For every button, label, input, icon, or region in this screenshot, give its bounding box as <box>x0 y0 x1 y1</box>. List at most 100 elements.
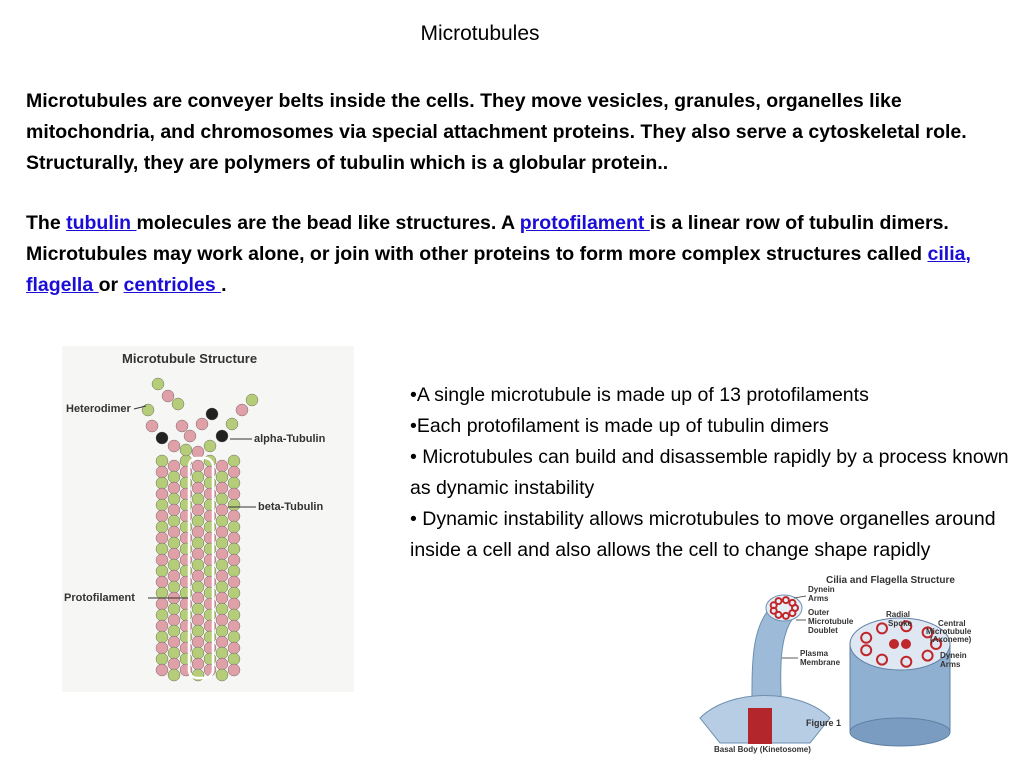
microtubule-doublet <box>781 611 790 620</box>
tubulin-bead <box>191 591 205 605</box>
bullet-item: • Microtubules can build and disassemble… <box>410 446 1009 499</box>
tubulin-bead <box>155 564 169 578</box>
protofilament-outline <box>187 456 215 680</box>
tubulin-bead <box>155 487 169 501</box>
structure-paragraph: The tubulin molecules are the bead like … <box>26 208 986 301</box>
tubulin-bead <box>215 635 229 649</box>
tubulin-bead <box>155 431 169 445</box>
tubulin-bead <box>167 624 181 638</box>
tubulin-bead <box>215 459 229 473</box>
cilia-diagram: Cilia and Flagella Structure Dynein Arms… <box>699 575 972 754</box>
dynein-pointer <box>793 595 807 599</box>
outer-doublet-label-b: Microtubule <box>808 617 854 626</box>
tubulin-bead <box>175 419 189 433</box>
tubulin-bead <box>167 514 181 528</box>
tubulin-bead <box>155 586 169 600</box>
tubulin-bead <box>151 377 165 391</box>
tubulin-bead <box>191 635 205 649</box>
bullet-list: •A single microtubule is made up of 13 p… <box>410 380 1010 566</box>
tubulin-bead <box>191 657 205 671</box>
tubulin-bead <box>215 624 229 638</box>
tubulin-bead <box>227 564 241 578</box>
basal-body <box>748 708 772 744</box>
tubulin-bead <box>167 439 181 453</box>
tubulin-bead <box>227 487 241 501</box>
plasma-membrane-label: Plasma <box>800 649 829 658</box>
microtubule-doublet <box>788 598 797 607</box>
tubulin-bead <box>167 602 181 616</box>
para-text-2: molecules are the bead like structures. … <box>136 212 520 234</box>
tubulin-bead <box>191 525 205 539</box>
tubulin-bead <box>155 542 169 556</box>
tubulin-bead <box>191 613 205 627</box>
microtubule-doublet <box>769 601 778 610</box>
tubulin-link[interactable]: tubulin <box>66 212 137 234</box>
tubulin-bead <box>167 569 181 583</box>
tubulin-bead <box>155 553 169 567</box>
tubulin-bead <box>141 403 155 417</box>
tubulin-bead <box>215 657 229 671</box>
tubulin-bead <box>191 646 205 660</box>
tubulin-bead <box>227 663 241 677</box>
tubulin-bead <box>191 558 205 572</box>
tubulin-bead <box>167 668 181 682</box>
microtubule-doublet <box>930 638 942 650</box>
cylinder-bottom <box>849 717 951 747</box>
tubulin-bead <box>167 657 181 671</box>
central-microtubule-label: Central <box>938 619 966 628</box>
tubulin-bead <box>155 531 169 545</box>
tubulin-bead <box>167 481 181 495</box>
heterodimer-pointer <box>133 405 147 410</box>
tubulin-bead <box>227 597 241 611</box>
tip-doublets <box>769 596 799 620</box>
cilia-figure-title: Cilia and Flagella Structure <box>826 575 955 586</box>
tubulin-bead <box>227 509 241 523</box>
tubulin-bead <box>161 389 175 403</box>
tubulin-bead <box>145 419 159 433</box>
microtubule-doublet <box>774 610 783 619</box>
tubulin-bead <box>167 558 181 572</box>
tubulin-bead <box>215 470 229 484</box>
tubulin-bead <box>227 586 241 600</box>
tubulin-bead <box>191 481 205 495</box>
tubulin-bead <box>155 498 169 512</box>
microtubule-doublet <box>876 622 888 635</box>
protofilament-link[interactable]: protofilament <box>519 212 650 234</box>
tubulin-bead <box>215 646 229 660</box>
axoneme-doublets <box>860 620 942 668</box>
microtubule-doublet <box>900 620 913 633</box>
microtubule-doublet <box>921 626 934 639</box>
dynein-arms-label-2: Dynein <box>940 651 967 660</box>
tubulin-bead <box>215 525 229 539</box>
centrioles-link[interactable]: centrioles <box>123 274 222 296</box>
cylinder-top <box>849 617 951 671</box>
tubulin-bead <box>155 630 169 644</box>
tubulin-bead <box>215 547 229 561</box>
tubulin-bead <box>167 525 181 539</box>
tubulin-bead <box>191 547 205 561</box>
heterodimer-label: Heterodimer <box>66 403 132 415</box>
bullet-item: •Each protofilament is made up of tubuli… <box>410 415 829 437</box>
tubulin-bead <box>215 514 229 528</box>
tubulin-bead <box>215 492 229 506</box>
tubulin-bead <box>215 580 229 594</box>
tubulin-bead <box>179 443 193 457</box>
tubulin-bead <box>167 536 181 550</box>
para-text-4: or <box>98 274 124 296</box>
microtubule-doublet <box>788 609 797 618</box>
dynein-arms-label-2b: Arms <box>940 660 961 669</box>
outer-doublet-label-c: Doublet <box>808 626 838 635</box>
tubulin-bead <box>205 407 219 421</box>
tubulin-bead <box>191 580 205 594</box>
basal-body-label: Basal Body (Kinetosome) <box>714 745 811 754</box>
dynein-arms-label-1b: Arms <box>808 594 829 603</box>
central-microtubule <box>901 639 911 649</box>
tubulin-bead <box>167 470 181 484</box>
tubulin-bead <box>191 459 205 473</box>
tubulin-bead <box>227 608 241 622</box>
tubulin-bead <box>227 465 241 479</box>
cilia-flagella-link[interactable]: cilia, flagella <box>26 243 971 296</box>
tubulin-bead <box>225 417 239 431</box>
tubulin-bead <box>215 503 229 517</box>
central-microtubule-label-c: (Axoneme) <box>930 635 972 644</box>
